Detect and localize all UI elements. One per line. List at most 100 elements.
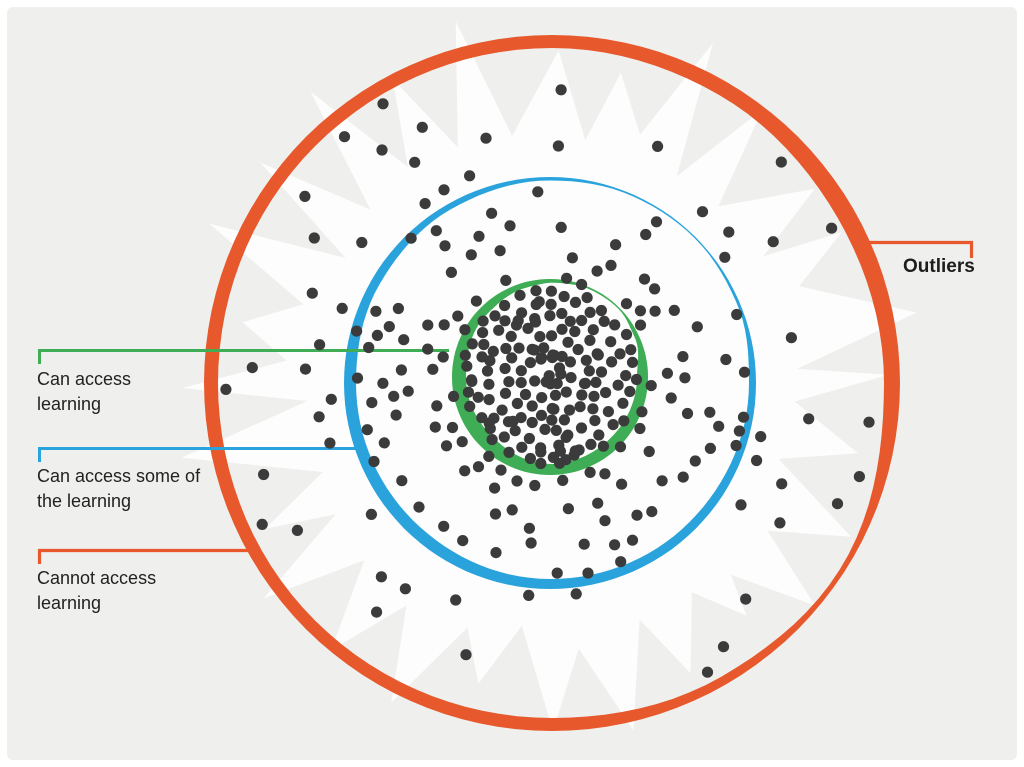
dot [555,368,567,380]
dot [378,437,390,449]
dot [524,452,537,465]
dot [511,397,523,410]
dot [547,349,559,361]
dot [578,538,590,550]
dot [526,400,538,412]
dot [557,474,569,486]
outlier-dots [220,84,875,678]
dot [546,402,558,415]
dot [422,319,434,331]
dot [579,377,592,389]
dot [481,365,494,377]
dot [368,455,380,468]
dot [480,132,492,144]
dot [574,401,586,413]
dot [499,315,511,327]
dot [356,236,368,249]
dot [472,461,485,473]
dot [299,190,311,202]
dot [515,365,527,377]
dot [371,329,383,341]
dot [681,407,694,420]
dot [478,338,490,351]
dot [774,517,786,529]
dot [572,343,584,356]
dot [583,365,595,377]
dot [677,351,689,363]
dot [717,641,730,653]
dot [392,302,404,315]
dot [560,386,572,398]
dot [587,403,599,415]
dot [371,606,383,618]
dot [546,330,558,342]
dot [529,479,541,492]
dot [462,386,474,398]
connector-cannot-access [37,548,252,564]
dot [584,306,596,318]
dot [473,230,485,242]
dot [614,348,626,360]
dot [506,504,518,516]
dot [631,509,643,521]
dot [640,228,652,241]
scatter-dots [220,84,875,678]
dot [375,571,387,583]
dot [464,400,476,412]
dot [738,366,751,378]
dot [509,425,521,437]
dot [291,524,303,537]
dot [595,304,608,317]
dot [576,314,588,327]
dot [299,363,312,375]
dot [589,415,601,427]
dot [609,319,621,331]
dot [545,285,558,297]
dot [624,385,636,398]
dot [376,144,388,156]
dot [620,328,633,341]
dot [388,390,400,402]
dot [600,387,612,399]
dot [399,583,411,595]
dot [496,404,508,416]
dot [564,356,577,368]
dot [720,353,732,366]
dot [581,292,593,304]
dot [607,419,619,431]
dot [440,440,453,452]
dot [599,515,611,527]
dot [506,352,518,364]
dot [665,392,677,404]
dot [588,390,600,402]
dot [610,239,622,251]
dot [677,471,689,483]
dot [438,319,450,331]
dot [499,362,511,375]
dot [306,287,318,299]
dot [522,322,534,334]
dot [730,439,742,452]
dot [459,349,471,361]
dot [507,415,519,427]
dot [626,356,639,368]
dot [351,372,364,384]
dot [430,225,442,237]
dot [555,221,567,233]
connector-outliers [858,240,974,258]
dot [582,567,594,579]
dot [636,406,648,418]
dot [486,207,498,219]
dot [431,400,443,412]
dot [593,429,605,441]
dot [459,324,471,336]
dot [558,414,571,426]
dot [576,389,588,401]
dot [377,377,389,389]
label-can-access-learning: Can access learning [37,369,132,414]
dot [580,354,592,366]
dot [826,222,838,234]
dot [324,437,336,449]
dot [597,440,610,452]
dot [405,232,417,244]
